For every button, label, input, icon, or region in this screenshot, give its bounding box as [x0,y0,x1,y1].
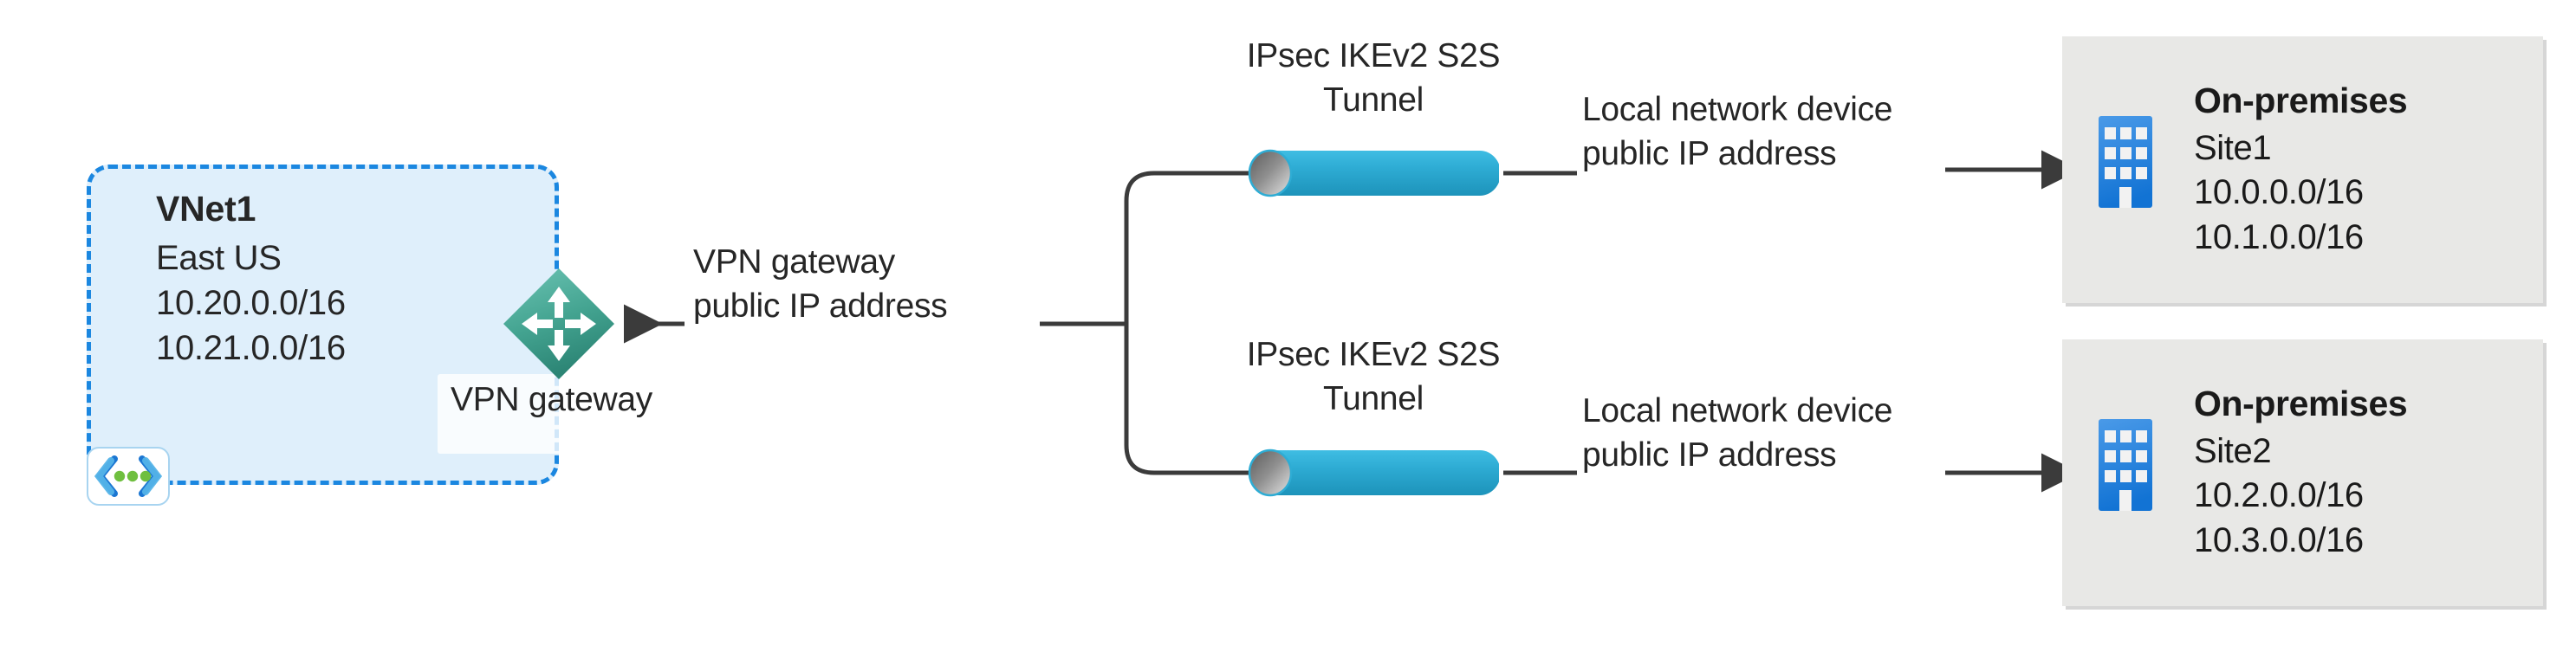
site-info: On-premises Site1 10.0.0.0/16 10.1.0.0/1… [2194,78,2523,261]
tunnel-pipe-icon-1 [1248,149,1501,197]
vpn-gateway-label: VPN gateway [451,381,652,418]
site-address-space-2: 10.1.0.0/16 [2194,218,2364,257]
gateway-public-ip-label: VPN gateway public IP address [693,243,948,325]
site-address-space-1: 10.2.0.0/16 [2194,476,2364,515]
site-info: On-premises Site2 10.2.0.0/16 10.3.0.0/1… [2194,381,2523,564]
building-icon [2099,419,2152,511]
vnet-name: VNet1 [156,189,256,229]
site-heading: On-premises [2194,81,2408,120]
vnet-info: VNet1 East US 10.20.0.0/16 10.21.0.0/16 [156,186,520,371]
tunnel-1-label: IPsec IKEv2 S2S Tunnel [1246,37,1501,119]
site-name: Site2 [2194,431,2272,470]
on-premises-site-card-1: On-premises Site1 10.0.0.0/16 10.1.0.0/1… [2062,36,2543,303]
on-premises-site-card-2: On-premises Site2 10.2.0.0/16 10.3.0.0/1… [2062,339,2543,606]
vnet-address-space-1: 10.20.0.0/16 [156,284,346,323]
building-icon [2099,116,2152,208]
wire-fork-upper [1124,171,1252,324]
vpn-gateway-icon [501,266,617,382]
site-heading: On-premises [2194,384,2408,423]
vnet-address-space-2: 10.21.0.0/16 [156,329,346,368]
tunnel-1-remote-ip-label: Local network device public IP address [1582,91,1893,172]
vnet-region: East US [156,239,282,278]
subnet-icon [87,447,170,506]
tunnel-pipe-icon-2 [1248,449,1501,497]
site-name: Site1 [2194,128,2272,167]
vpn-gateway-label-backdrop [438,374,579,454]
site-address-space-2: 10.3.0.0/16 [2194,521,2364,560]
site-address-space-1: 10.0.0.0/16 [2194,173,2364,212]
tunnel-2-remote-ip-label: Local network device public IP address [1582,392,1893,474]
tunnel-2-label: IPsec IKEv2 S2S Tunnel [1246,336,1501,417]
